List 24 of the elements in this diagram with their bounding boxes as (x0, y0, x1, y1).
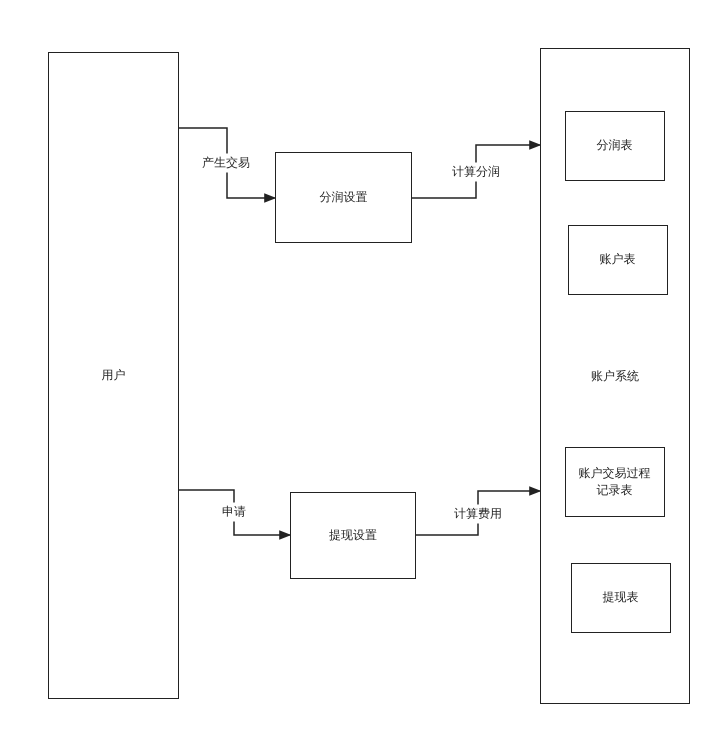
arrow (179, 489, 292, 540)
edge-label: 申请 (220, 502, 248, 522)
box-label: 账户系统 (591, 368, 639, 384)
box-label: 账户交易过程记录表 (578, 464, 652, 498)
arrow (179, 127, 276, 203)
process-box (48, 52, 179, 699)
box-label: 分润表 (596, 137, 632, 154)
system-panel (540, 48, 690, 704)
process-box (564, 110, 664, 180)
box-label: 提现表 (602, 589, 638, 606)
arrow (416, 486, 542, 536)
process-box (570, 562, 670, 632)
box-label: 账户表 (600, 251, 636, 268)
arrow (412, 140, 542, 199)
edge-label: 计算分润 (450, 162, 502, 182)
box-label: 分润设置 (320, 189, 368, 206)
process-box (290, 492, 416, 579)
process-box (568, 224, 668, 294)
box-label: 提现设置 (329, 527, 377, 544)
box-label: 用户 (102, 367, 126, 384)
process-box (275, 152, 412, 243)
process-box (564, 446, 664, 516)
edge-label: 产生交易 (200, 154, 252, 172)
edge-label: 计算费用 (452, 504, 504, 524)
